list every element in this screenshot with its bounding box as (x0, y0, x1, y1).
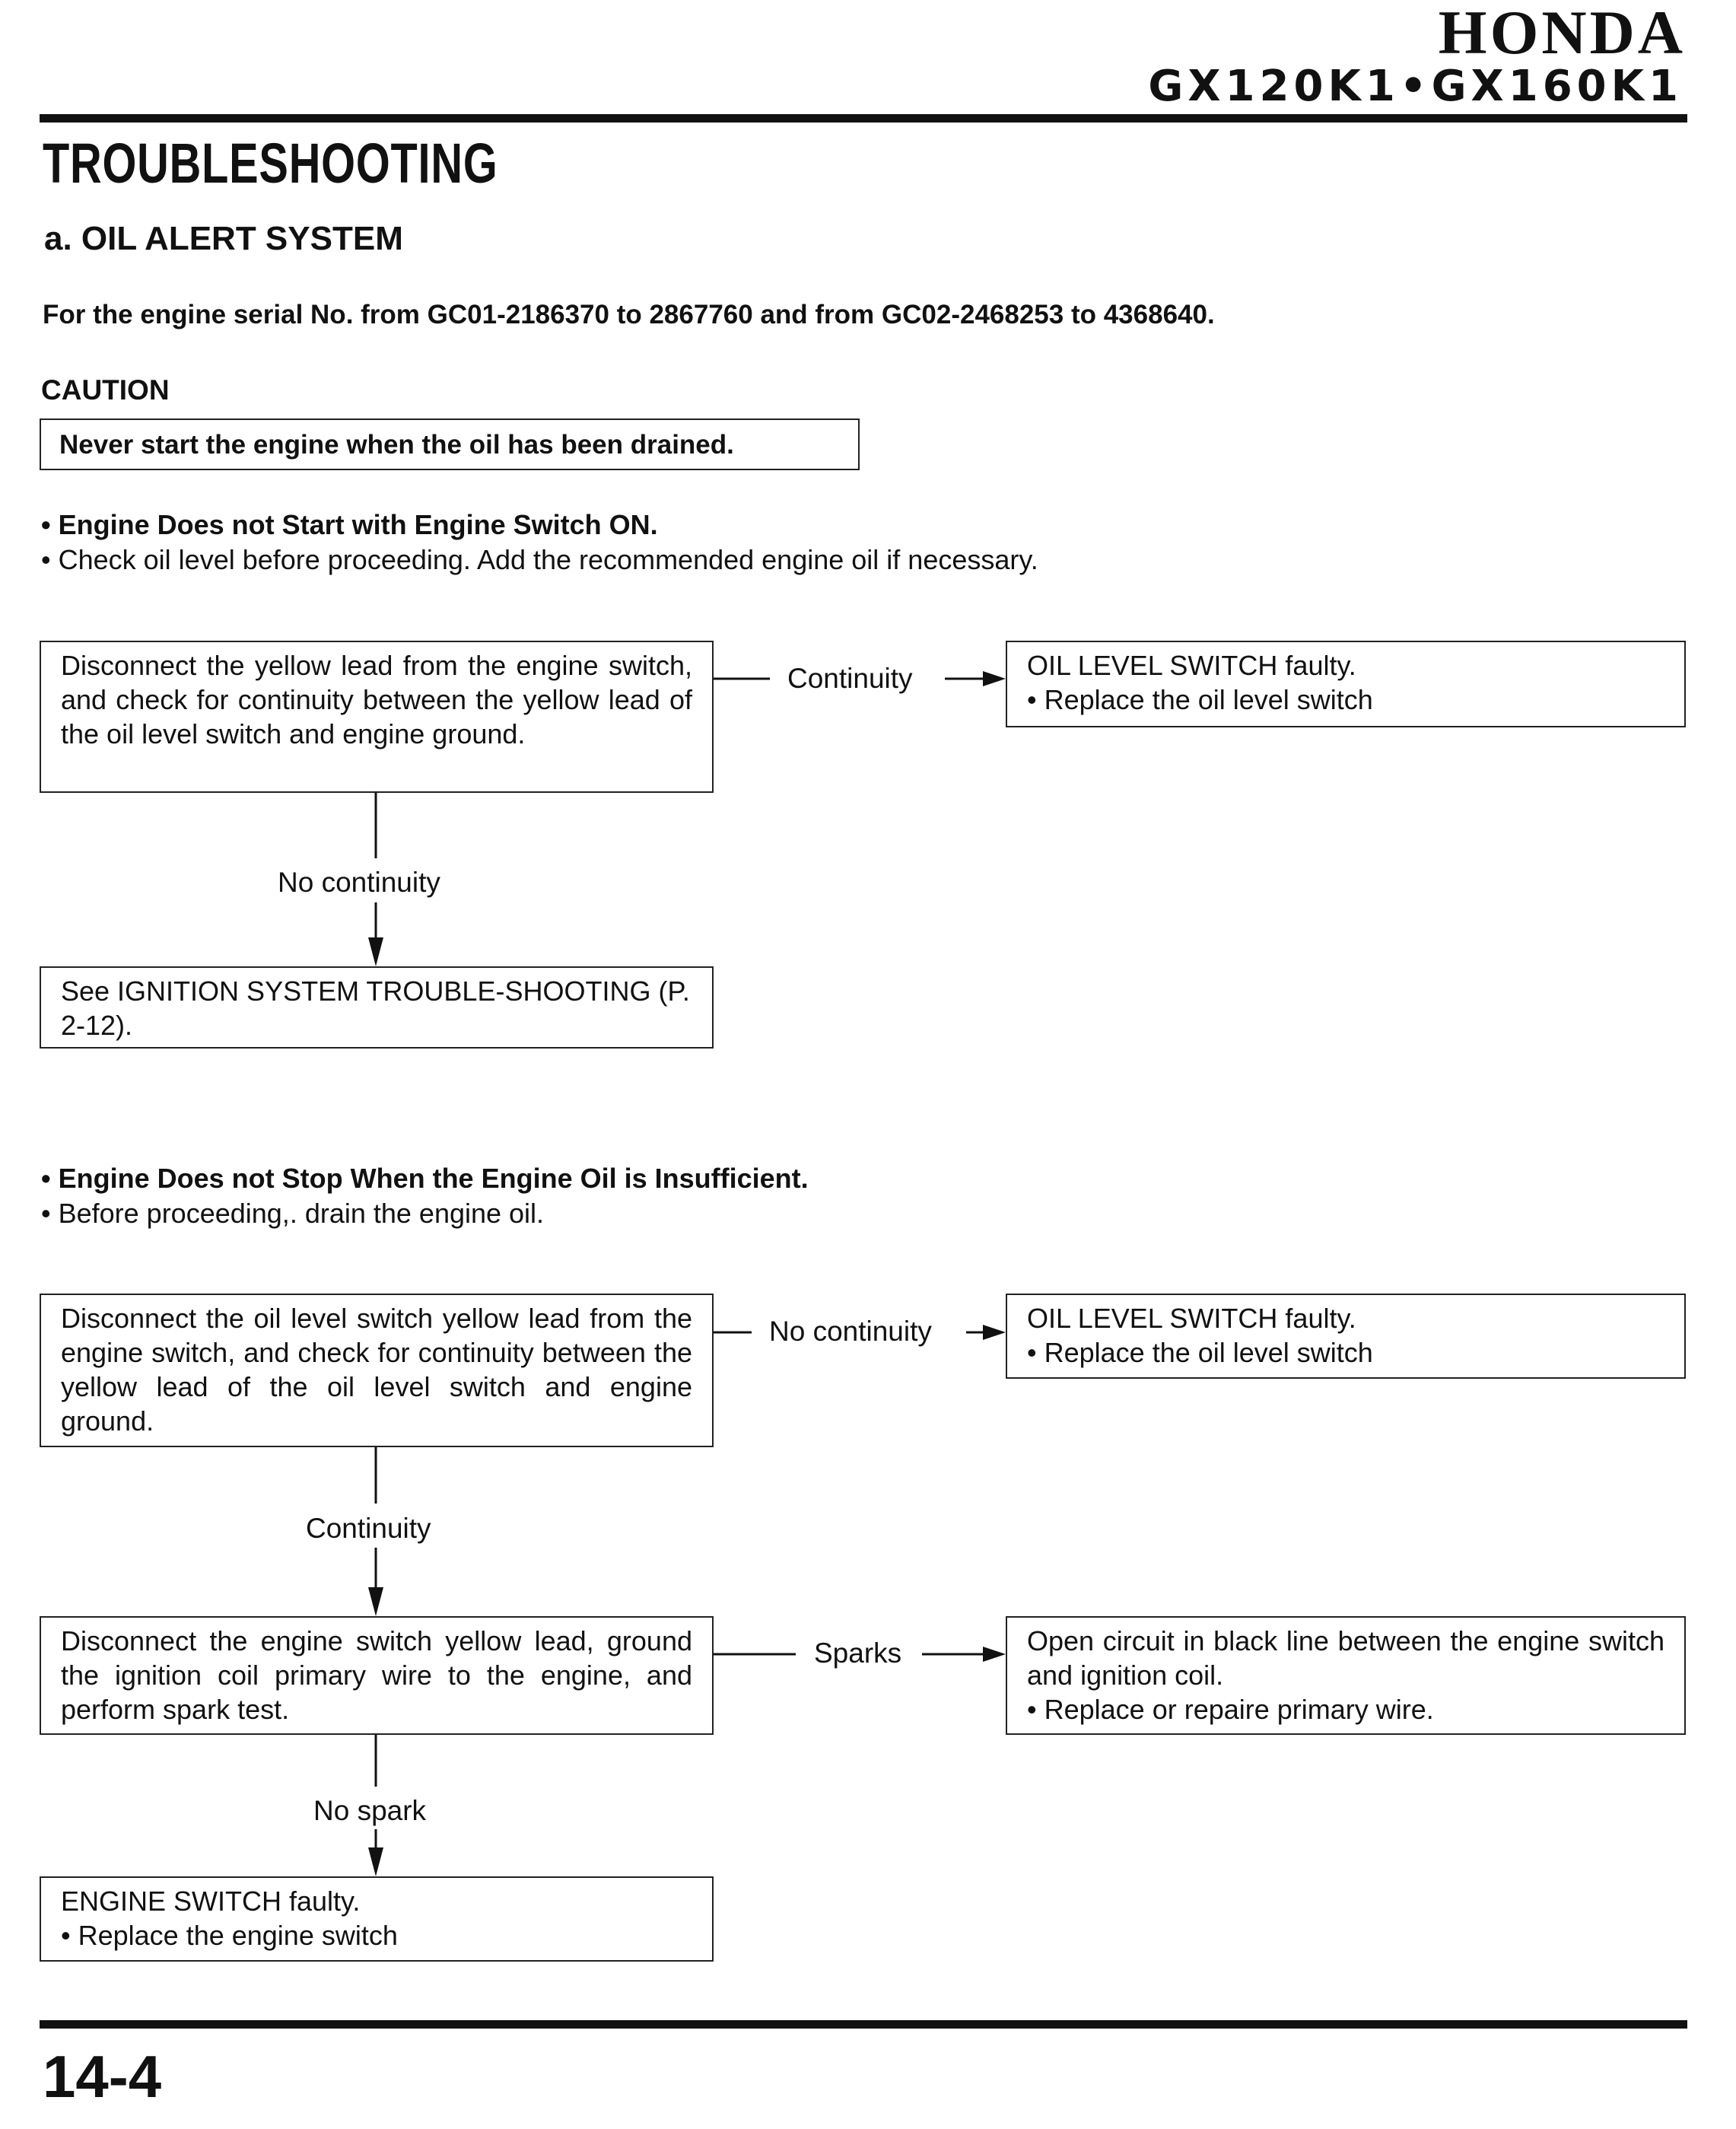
section-title: a. OIL ALERT SYSTEM (44, 220, 403, 257)
flow2-engine-switch-box: ENGINE SWITCH faulty. • Replace the engi… (40, 1876, 714, 1962)
flow2-no-continuity-label: No continuity (769, 1316, 932, 1347)
flow2-heading: • Engine Does not Stop When the Engine O… (41, 1163, 809, 1194)
flow1-continuity-label: Continuity (787, 663, 913, 694)
page-title: TROUBLESHOOTING (43, 132, 498, 195)
flow1-ignition-ref-box: See IGNITION SYSTEM TROUBLE-SHOOTING (P.… (40, 966, 714, 1049)
header-rule (40, 114, 1687, 123)
page-number: 14-4 (43, 2043, 162, 2110)
flow2-down-arrow (368, 1587, 383, 1616)
serial-note: For the engine serial No. from GC01-2186… (43, 300, 1215, 329)
flow2-step1-box: Disconnect the oil level switch yellow l… (40, 1294, 714, 1447)
flow2-step2-down-arrow (368, 1847, 383, 1876)
flow2-note: • Before proceeding,. drain the engine o… (41, 1198, 545, 1229)
caution-box: Never start the engine when the oil has … (40, 418, 860, 470)
flow2-step2-box: Disconnect the engine switch yellow lead… (40, 1616, 714, 1735)
engine-switch-title: ENGINE SWITCH faulty. (61, 1886, 361, 1917)
flow2-continuity-label: Continuity (306, 1513, 431, 1544)
flow2-right-arrow (983, 1325, 1006, 1340)
flow1-right-arrow (983, 671, 1006, 686)
footer-rule (40, 2020, 1687, 2029)
flow1-down-arrow (368, 937, 383, 966)
flow1-note: • Check oil level before proceeding. Add… (41, 544, 1038, 575)
flow1-result-box: OIL LEVEL SWITCH faulty. • Replace the o… (1006, 641, 1686, 727)
flow1-step1-box: Disconnect the yellow lead from the engi… (40, 641, 714, 793)
flow2-no-spark-label: No spark (313, 1795, 427, 1826)
open-circuit-text: Open circuit in black line between the e… (1027, 1625, 1664, 1691)
model-name: GX120K1•GX160K1 (1148, 62, 1683, 111)
flow2-step2-right-arrow (983, 1647, 1006, 1662)
engine-switch-action: • Replace the engine switch (61, 1920, 398, 1951)
flow1-no-continuity-label: No continuity (278, 867, 440, 898)
flow1-result-title: OIL LEVEL SWITCH faulty. (1027, 650, 1356, 681)
brand-logo: HONDA (1438, 0, 1686, 67)
caution-label: CAUTION (41, 374, 170, 406)
flow2-result-action: • Replace the oil level switch (1027, 1337, 1373, 1368)
flow1-result-action: • Replace the oil level switch (1027, 684, 1373, 715)
flow2-sparks-label: Sparks (814, 1637, 902, 1669)
flow1-heading: • Engine Does not Start with Engine Swit… (41, 509, 658, 540)
flow2-result-title: OIL LEVEL SWITCH faulty. (1027, 1303, 1356, 1334)
flow2-result-box: OIL LEVEL SWITCH faulty. • Replace the o… (1006, 1294, 1686, 1379)
flow2-open-circuit-box: Open circuit in black line between the e… (1006, 1616, 1686, 1735)
open-circuit-action: • Replace or repaire primary wire. (1027, 1694, 1434, 1725)
